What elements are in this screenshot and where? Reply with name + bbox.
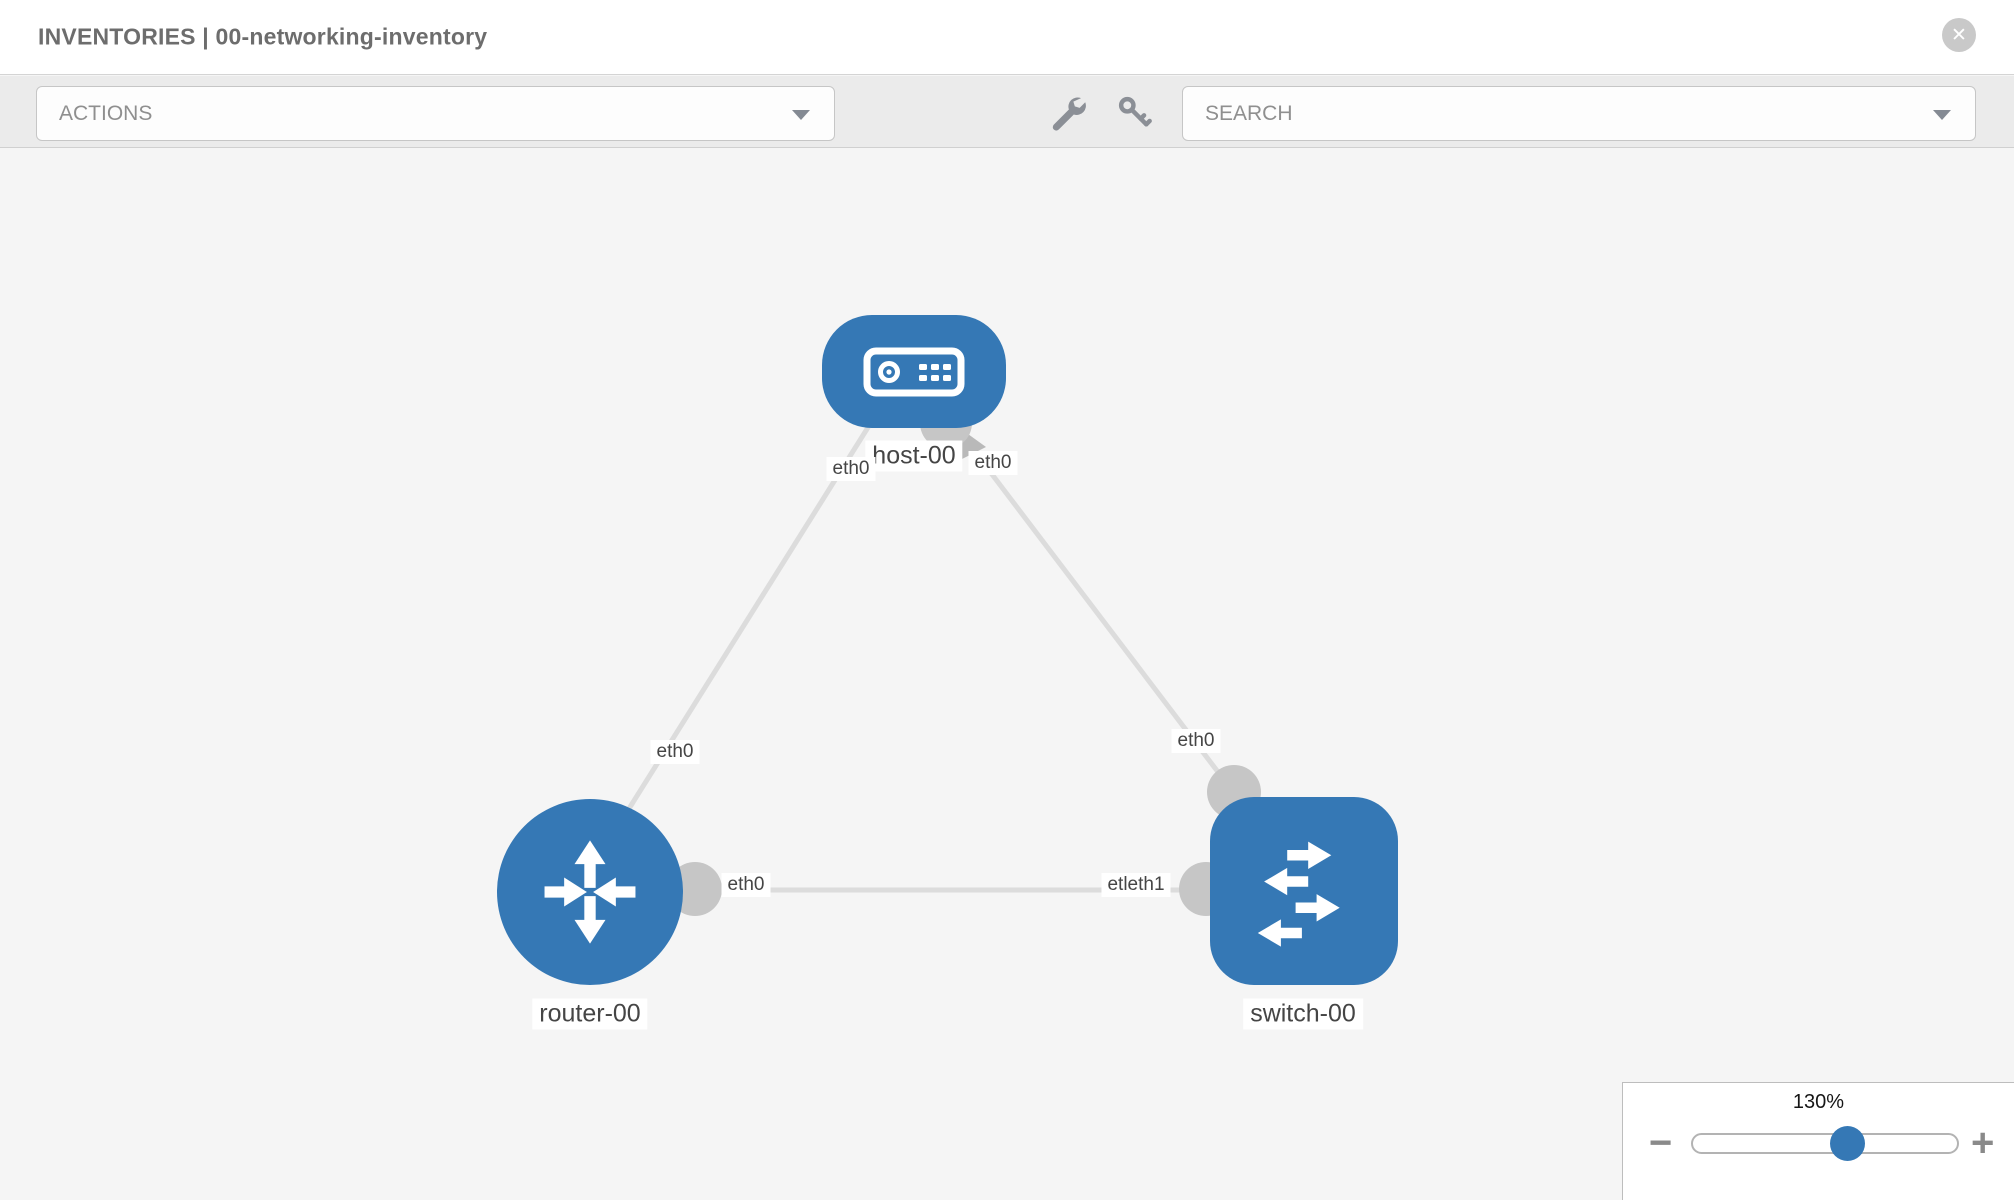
- wrench-icon[interactable]: [1048, 93, 1086, 131]
- chevron-down-icon: [792, 109, 810, 120]
- zoom-out-button[interactable]: −: [1649, 1121, 1673, 1165]
- page-title: INVENTORIES | 00-networking-inventory: [38, 23, 488, 50]
- host-icon: [863, 347, 965, 396]
- interface-label: eth0: [650, 740, 700, 764]
- search-dropdown-label: SEARCH: [1205, 101, 1293, 125]
- zoom-panel: 130% − +: [1622, 1082, 2014, 1200]
- interface-label: etleth1: [1101, 873, 1171, 897]
- links-layer: [612, 397, 1261, 916]
- switch-icon: [1257, 841, 1340, 947]
- header: INVENTORIES | 00-networking-inventory ✕: [0, 0, 2014, 75]
- node-switch[interactable]: [1210, 797, 1398, 985]
- topology-canvas[interactable]: host-00 router-00 switch-00 eth0 eth0 et…: [0, 149, 2014, 1200]
- zoom-level-value: 130%: [1792, 1091, 1845, 1113]
- zoom-slider-thumb[interactable]: [1830, 1126, 1865, 1161]
- search-dropdown[interactable]: SEARCH: [1182, 86, 1976, 141]
- router-icon: [544, 840, 636, 944]
- link-host-router: [612, 419, 875, 833]
- interface-label: eth0: [721, 873, 771, 897]
- interface-label: eth0: [968, 451, 1018, 475]
- interface-label: eth0: [826, 457, 876, 481]
- node-label-router: router-00: [532, 998, 648, 1030]
- interface-label: eth0: [1171, 729, 1221, 753]
- actions-dropdown-label: ACTIONS: [59, 101, 153, 125]
- node-label-switch: switch-00: [1243, 998, 1363, 1030]
- node-label-host: host-00: [865, 440, 963, 472]
- node-host[interactable]: [822, 315, 1006, 428]
- close-icon[interactable]: ✕: [1942, 18, 1976, 52]
- zoom-in-button[interactable]: +: [1971, 1121, 1995, 1165]
- key-icon[interactable]: [1115, 93, 1153, 131]
- chevron-down-icon: [1933, 109, 1951, 120]
- toolbar: ACTIONS SEARCH: [0, 76, 2014, 148]
- actions-dropdown[interactable]: ACTIONS: [36, 86, 835, 141]
- node-router[interactable]: [497, 799, 683, 985]
- zoom-slider-track[interactable]: [1691, 1133, 1959, 1154]
